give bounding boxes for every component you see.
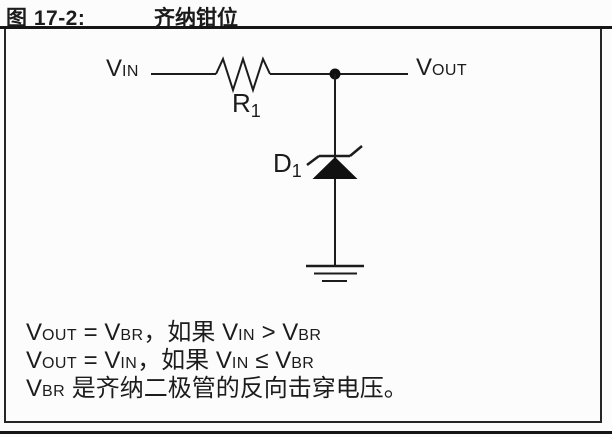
note-line-3: VBR 是齐纳二极管的反向击穿电压。 xyxy=(26,375,408,402)
page-bottom-rule xyxy=(0,431,612,434)
note-line-1: VOUT = VBR，如果 VIN > VBR xyxy=(26,319,322,346)
note-line-2: VOUT = VIN，如果 VIN ≤ VBR xyxy=(26,347,315,374)
figure-border-box xyxy=(4,29,602,423)
ground-symbol xyxy=(306,264,364,282)
figure-notes: VOUT = VBR，如果 VIN > VBR VOUT = VIN，如果 VI… xyxy=(26,320,408,404)
vin-net-label: VIN xyxy=(106,55,139,82)
title-underline-rule xyxy=(0,26,612,29)
zener-diode-symbol xyxy=(306,145,363,179)
resistor-symbol xyxy=(215,55,271,94)
diode-refdes-label: D1 xyxy=(273,148,302,181)
figure-title: 齐纳钳位 xyxy=(154,7,238,30)
figure-number-label: 图 17-2: xyxy=(6,7,86,30)
vout-net-label: VOUT xyxy=(416,54,467,81)
resistor-refdes-label: R1 xyxy=(232,88,261,121)
